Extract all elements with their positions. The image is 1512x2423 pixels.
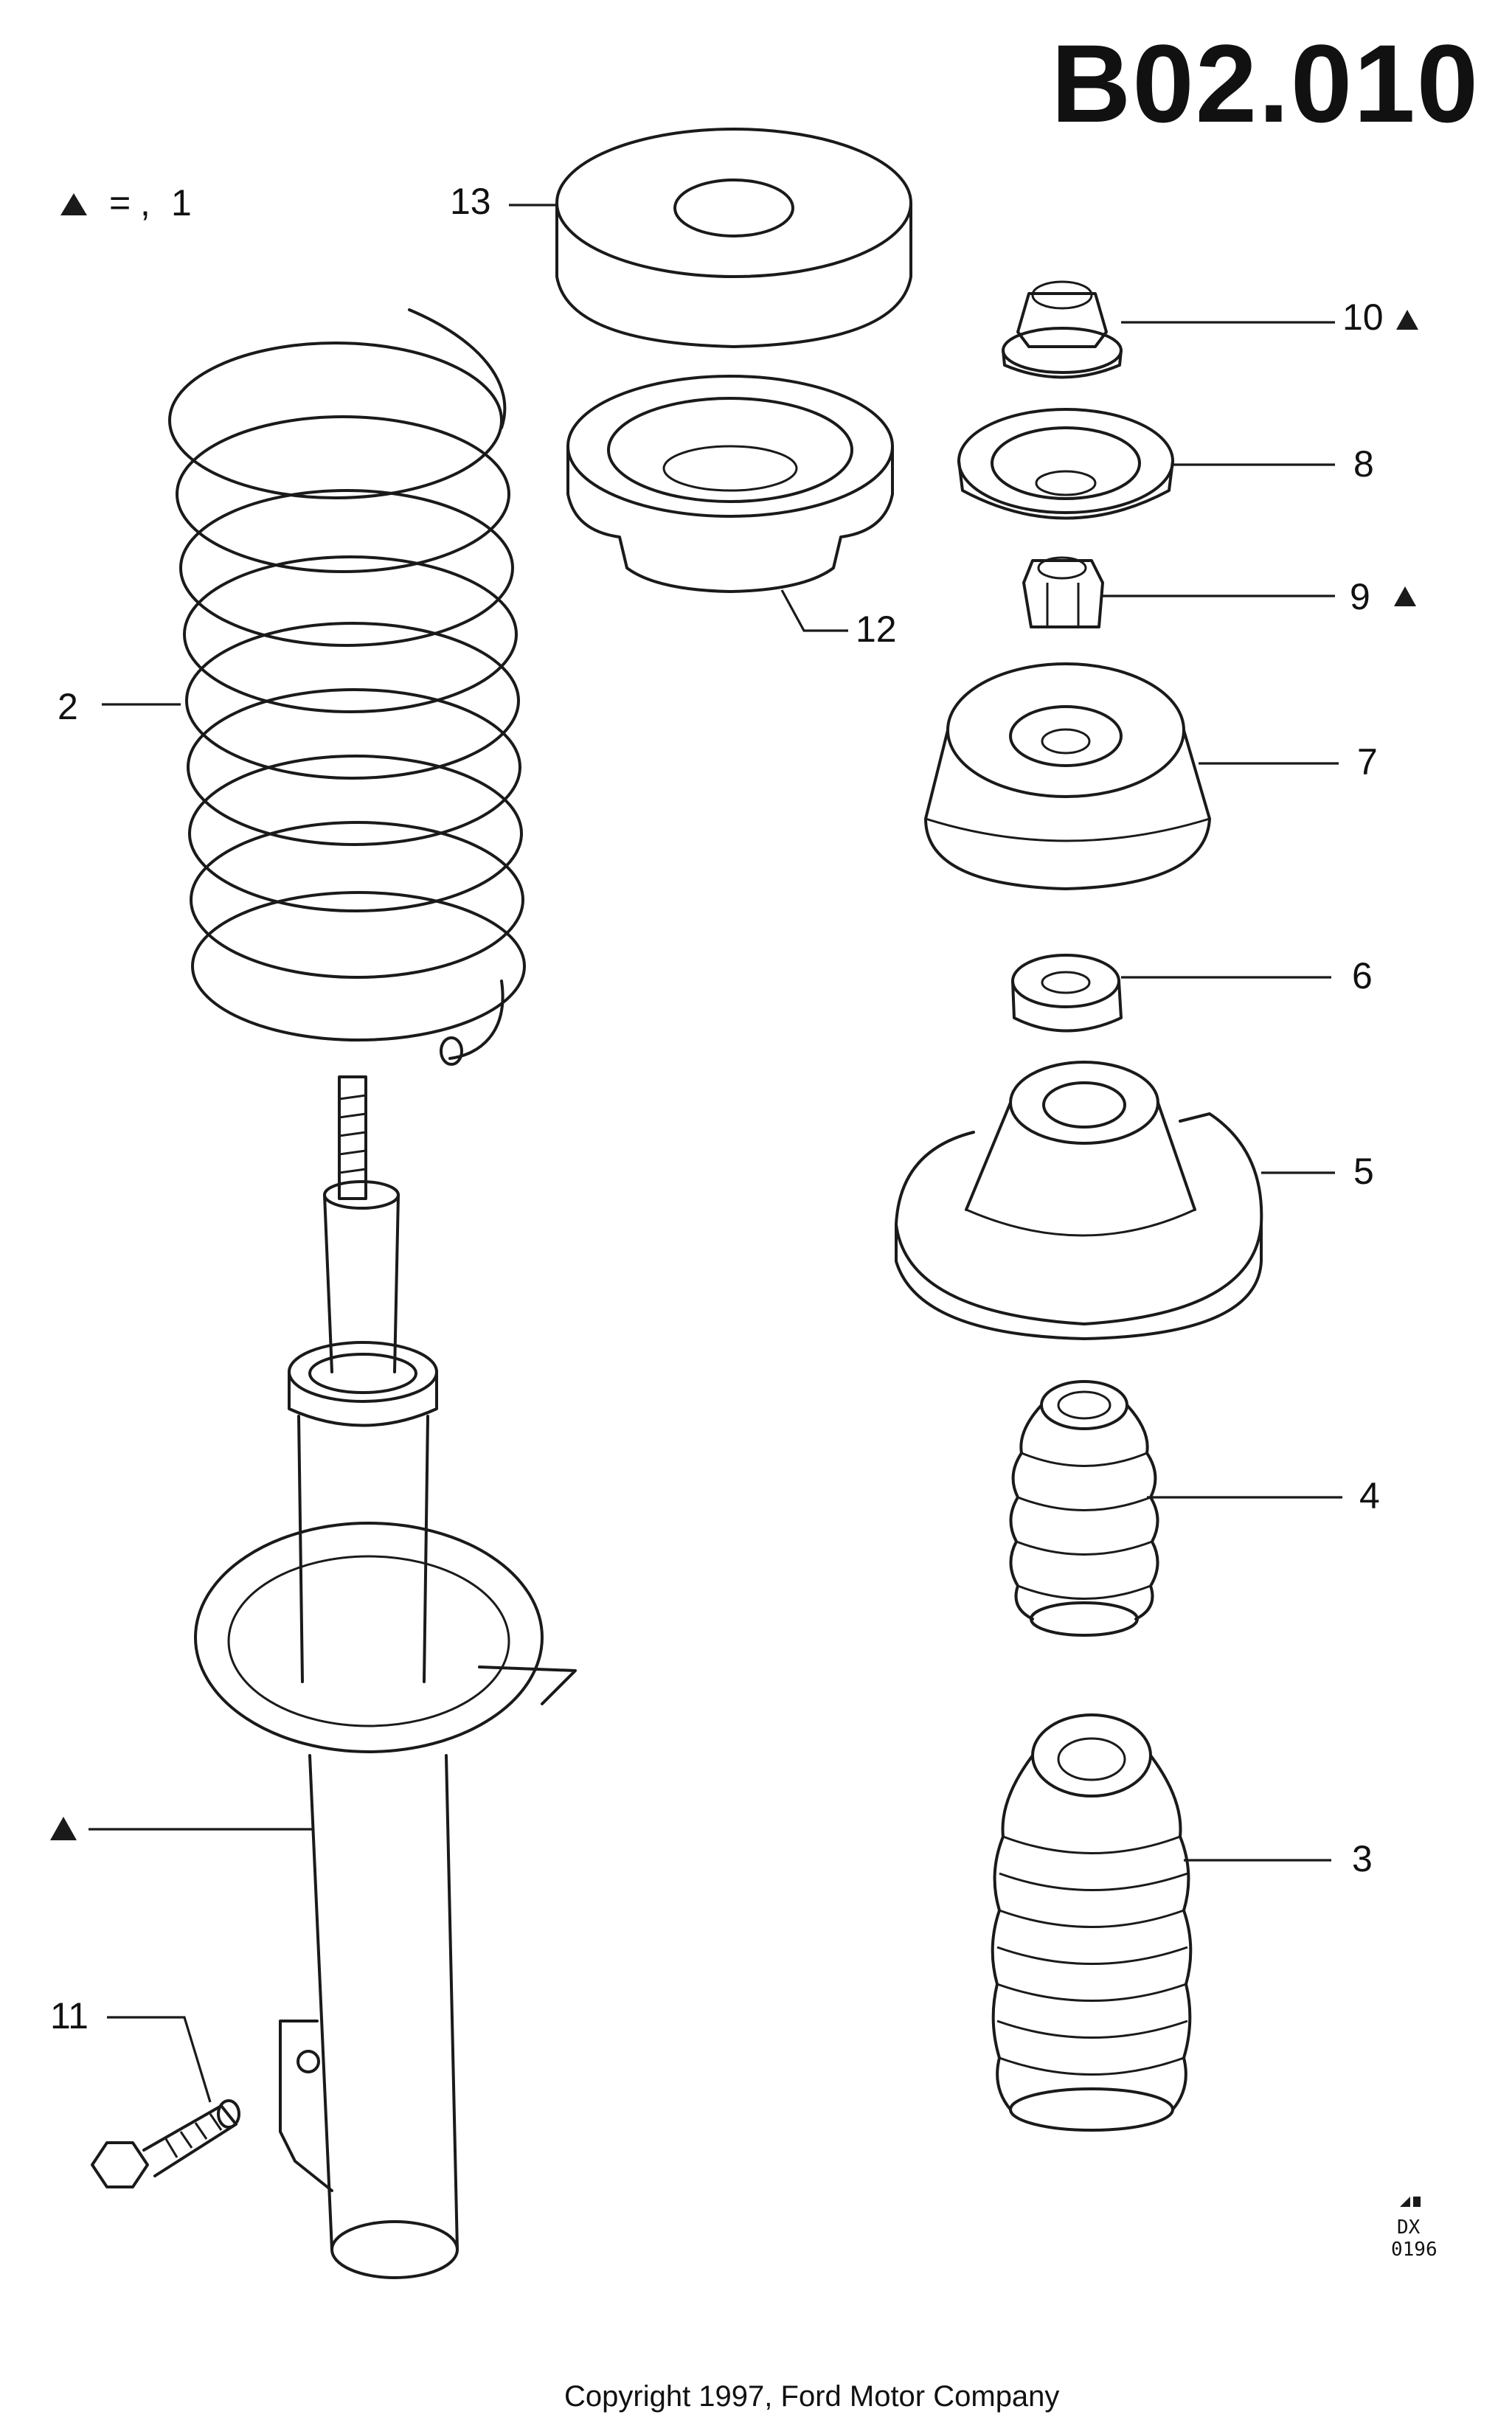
drawing-code-line2: 0196 <box>1391 2239 1438 2261</box>
ford-mark-icon <box>1400 2197 1421 2207</box>
callout-2: 2 <box>58 686 78 727</box>
part-9-nut <box>1022 556 1104 628</box>
part-6-washer <box>1011 954 1123 1033</box>
part-13-drawing <box>555 128 912 348</box>
part-8-bearing <box>957 408 1174 520</box>
part-12-drawing <box>566 375 894 593</box>
drawing-code: DX 0196 <box>1391 2197 1438 2261</box>
callout-6: 6 <box>1352 955 1373 996</box>
part-3-boot <box>991 1713 1193 2132</box>
legend-equals: = <box>109 182 131 223</box>
callout-5: 5 <box>1353 1151 1374 1192</box>
c1-triangle-icon <box>50 1817 77 1840</box>
legend-triangle-icon <box>60 193 87 215</box>
callout-12: 12 <box>856 609 897 650</box>
callout-labels: 13 10 8 9 12 2 7 6 5 4 3 11 <box>50 181 1418 2037</box>
callout-4: 4 <box>1359 1475 1380 1516</box>
callout-7: 7 <box>1357 741 1378 783</box>
callout-leaders <box>102 204 1342 1862</box>
copyright-text: Copyright 1997, Ford Motor Company <box>564 2380 1059 2413</box>
part-10-nut <box>1002 280 1123 379</box>
callout-13: 13 <box>450 181 491 222</box>
callout-8: 8 <box>1353 443 1374 485</box>
callout-3: 3 <box>1352 1838 1373 1879</box>
callout-9: 9 <box>1350 576 1370 617</box>
part-4-bump-stop <box>1009 1380 1159 1637</box>
drawing-code-line1: DX <box>1397 2216 1421 2239</box>
part-2-coil-spring <box>168 308 526 1066</box>
part-7-mount <box>924 662 1211 890</box>
part-5-seat <box>895 1061 1263 1340</box>
legend-qty: 1 <box>171 182 192 223</box>
page-reference: B02.010 <box>1051 21 1480 145</box>
c11-leader <box>107 2016 212 2103</box>
callout-11: 11 <box>50 1995 89 2037</box>
callout-9-triangle-icon <box>1394 586 1416 606</box>
legend-qty-mark: , <box>140 182 150 223</box>
callout-10: 10 <box>1342 297 1384 338</box>
callout-10-triangle-icon <box>1396 310 1418 330</box>
part-11-bolt <box>91 2016 240 2188</box>
legend: = , 1 <box>60 182 192 223</box>
part-1-strut <box>50 1075 577 2279</box>
